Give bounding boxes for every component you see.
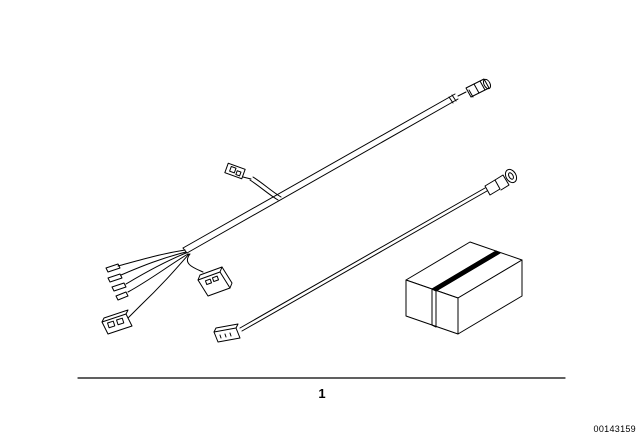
image-id-label: 00143159 — [593, 424, 636, 434]
branch-top-connector — [224, 162, 282, 201]
second-cable-round-connector — [484, 168, 518, 196]
part-number-label: 1 — [318, 386, 326, 401]
harness-end-connector — [465, 78, 492, 98]
harness-side-connector — [197, 266, 233, 297]
harness-fanout-wires — [105, 249, 204, 307]
parts-box — [405, 241, 523, 335]
second-cable — [239, 187, 488, 332]
main-wiring-harness — [182, 91, 467, 254]
harness-lower-connector — [101, 305, 141, 335]
second-cable-flat-connector — [213, 323, 241, 343]
